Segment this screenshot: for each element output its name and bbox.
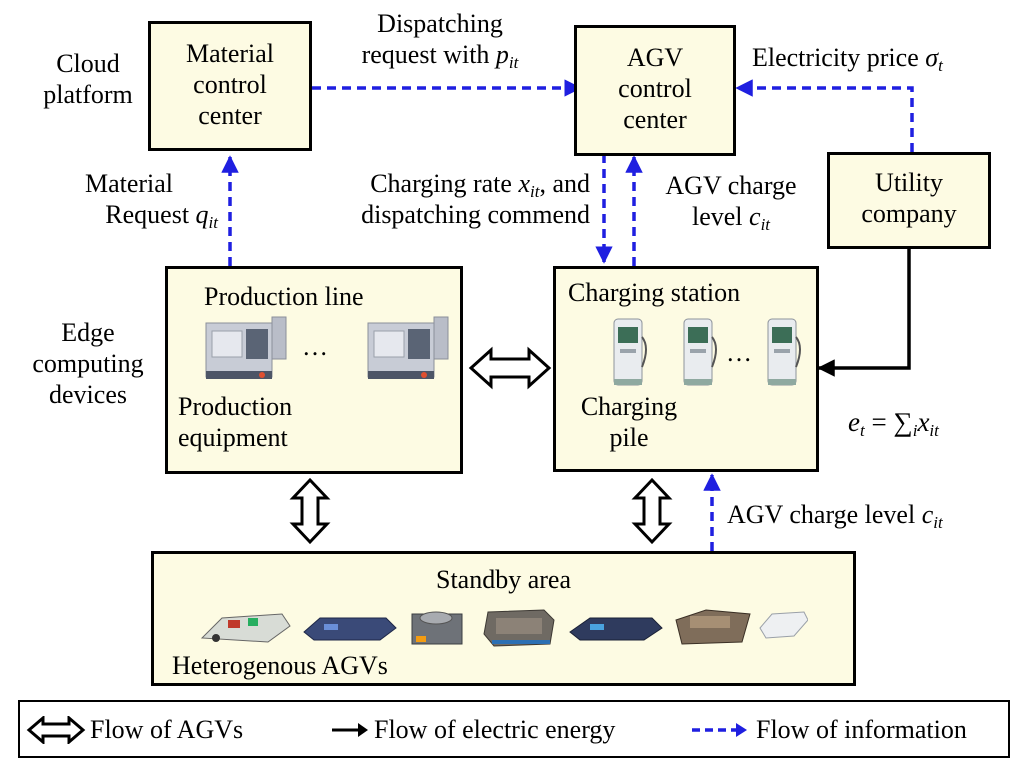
utility-line2: company xyxy=(861,199,957,228)
utility-company-box: Utility company xyxy=(827,152,991,249)
agv-control-center-box: AGV control center xyxy=(574,25,736,156)
agv-center-line1: AGV xyxy=(626,43,684,72)
material-center-line3: center xyxy=(198,101,262,130)
electricity-price-label: Electricity price σt xyxy=(752,43,943,75)
material-control-center-box: Material control center xyxy=(148,21,312,151)
material-center-line1: Material xyxy=(185,39,275,68)
production-machine-icon xyxy=(205,316,287,379)
agv-icon xyxy=(200,613,291,643)
legend-agv-flow-icon xyxy=(26,716,86,744)
agv-icon xyxy=(759,611,808,639)
agv-icon xyxy=(569,617,663,641)
agv-icon xyxy=(411,611,463,645)
agv-icon xyxy=(483,609,555,647)
legend-information-flow-label: Flow of information xyxy=(756,715,967,744)
agv-icon xyxy=(675,609,751,645)
charging-station-box: Charging station … Charging pile xyxy=(553,266,819,472)
charging-pile-icon xyxy=(767,318,801,386)
material-center-line2: control xyxy=(193,70,267,99)
charging-pile-label: Charging pile xyxy=(580,392,678,452)
agv-center-line2: control xyxy=(618,74,692,103)
agv-vehicles-row xyxy=(200,609,808,647)
heterogenous-agvs-label: Heterogenous AGVs xyxy=(172,651,388,680)
electricity-price-arrow xyxy=(735,79,914,152)
production-line-title: Production line xyxy=(204,282,364,311)
agv-flow-right-vertical-arrow xyxy=(631,477,673,545)
standby-area-box: Standby area xyxy=(151,551,856,686)
agv-icon xyxy=(303,617,397,641)
charging-pile-icon xyxy=(613,318,647,386)
charging-station-title: Charging station xyxy=(568,278,741,307)
charging-rate-label: Charging rate xit, and dispatching comme… xyxy=(361,169,590,229)
standby-area-title: Standby area xyxy=(435,565,571,594)
agv-flow-horizontal-arrow xyxy=(468,346,552,390)
legend-agv-flow-label: Flow of AGVs xyxy=(90,715,244,744)
legend-energy-flow-icon xyxy=(332,723,368,737)
production-machine-icon xyxy=(367,316,449,379)
legend-energy-flow-label: Flow of electric energy xyxy=(374,715,616,744)
charging-pile-icon xyxy=(683,318,717,386)
charging-ellipsis: … xyxy=(726,338,752,367)
legend: Flow of AGVs Flow of electric energy Flo… xyxy=(18,700,1010,758)
production-equipment-label: Production equipment xyxy=(178,392,293,452)
dispatching-request-label: Dispatching request with pit xyxy=(361,9,519,72)
agv-charge-level-top-label: AGV charge level cit xyxy=(665,171,797,234)
material-request-label: Material Request qit xyxy=(84,169,218,232)
agv-center-line3: center xyxy=(623,105,687,134)
energy-sum-label: et = ∑ixit xyxy=(848,407,939,440)
agv-flow-left-vertical-arrow xyxy=(289,477,331,545)
production-ellipsis: … xyxy=(302,332,328,361)
production-line-box: Production line … Production equipment xyxy=(165,266,463,474)
electric-energy-arrow xyxy=(817,247,911,377)
utility-line1: Utility xyxy=(875,168,943,197)
agv-charge-level-bottom-label: AGV charge level cit xyxy=(727,500,943,532)
legend-information-flow-icon xyxy=(692,723,747,737)
